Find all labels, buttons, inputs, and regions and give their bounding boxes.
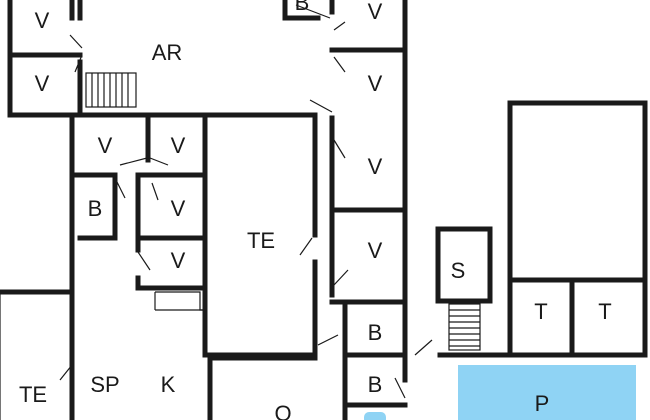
- stairs-ar: [85, 72, 137, 108]
- room-label-te: TE: [247, 228, 275, 253]
- room-label-v: V: [368, 238, 383, 263]
- room-labels: V V AR B V V V V V V B V V TE S T T B B …: [19, 0, 612, 420]
- room-label-b: B: [368, 320, 383, 345]
- room-label-v: V: [171, 196, 186, 221]
- room-label-t: T: [534, 299, 547, 324]
- room-label-b: B: [295, 0, 310, 15]
- room-label-p: P: [535, 391, 550, 416]
- room-label-v: V: [368, 154, 383, 179]
- pool-area: [458, 365, 636, 420]
- room-label-o: O: [274, 401, 291, 420]
- room-label-s: S: [451, 258, 466, 283]
- stairs-s: [448, 303, 481, 351]
- room-label-t: T: [598, 299, 611, 324]
- room-label-k: K: [161, 372, 176, 397]
- room-label-v: V: [368, 71, 383, 96]
- room-label-ar: AR: [152, 40, 183, 65]
- room-label-te: TE: [19, 382, 47, 407]
- room-label-sp: SP: [90, 372, 119, 397]
- room-label-b: B: [368, 372, 383, 397]
- room-label-v: V: [368, 0, 383, 24]
- room-label-v: V: [35, 8, 50, 33]
- room-label-b: B: [88, 196, 103, 221]
- room-label-v: V: [171, 133, 186, 158]
- room-label-v: V: [171, 248, 186, 273]
- pool-step: [364, 412, 386, 420]
- thin-lines: [0, 291, 433, 420]
- room-label-v: V: [98, 133, 113, 158]
- doors: [59, 4, 406, 399]
- room-label-v: V: [35, 71, 50, 96]
